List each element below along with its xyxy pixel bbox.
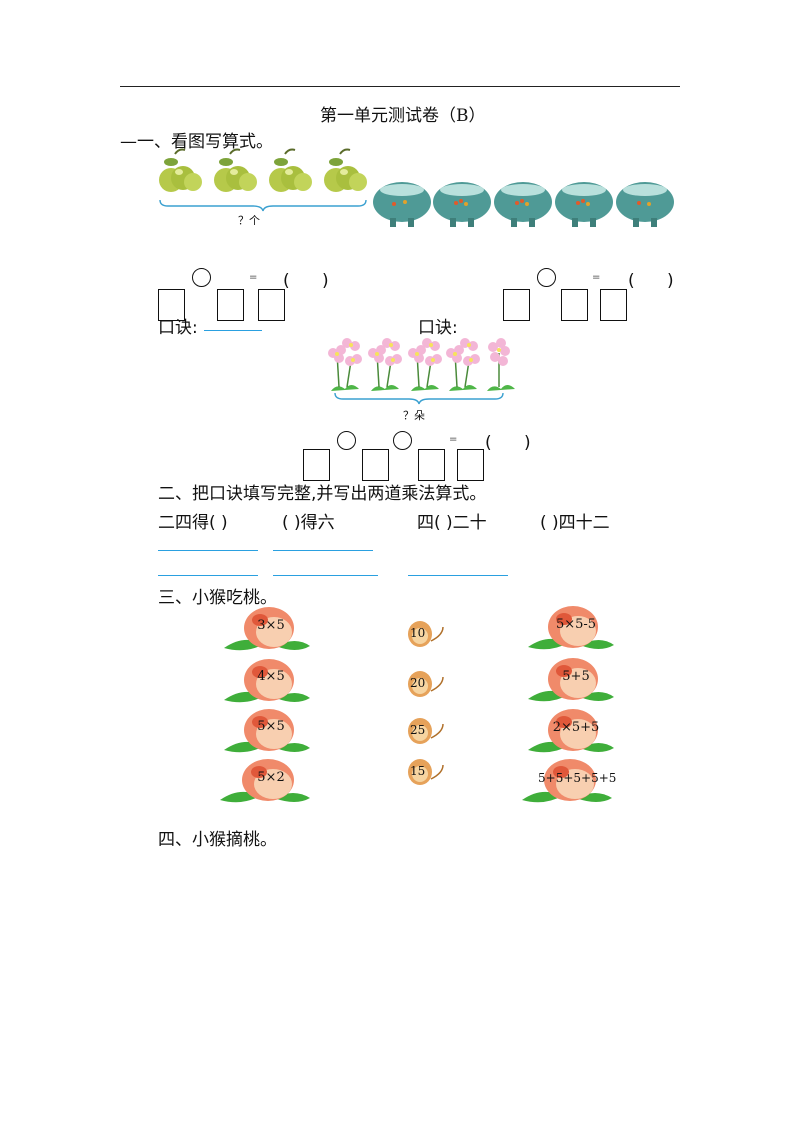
answer-line[interactable] — [158, 550, 258, 551]
answer-box[interactable] — [600, 289, 627, 321]
answer-box[interactable] — [217, 289, 244, 321]
section-2-item-2[interactable]: ( )得六 — [282, 513, 335, 533]
monkey-number: 25 — [410, 723, 426, 737]
fishbowl-3 — [494, 182, 552, 227]
fishbowl-4 — [555, 182, 613, 227]
monkey-number: 10 — [410, 626, 426, 640]
koujue-label-left: 口诀: — [158, 318, 198, 338]
peach-expression: 5×5-5 — [555, 617, 597, 632]
fishbowl-5 — [616, 182, 674, 227]
answer-paren[interactable]: ( ) — [485, 433, 531, 453]
section-2-item-3[interactable]: 四( )二十 — [417, 513, 487, 533]
section-2-item-1[interactable]: 二四得( ) — [158, 513, 228, 533]
heading-text: 一、看图写算式。 — [137, 132, 273, 152]
flower-cluster-4 — [446, 338, 480, 391]
peach-left-1[interactable] — [222, 604, 314, 654]
answer-box[interactable] — [503, 289, 530, 321]
peach-right-1[interactable] — [526, 603, 618, 653]
flower-cluster-1 — [328, 338, 362, 391]
answer-paren[interactable]: ( ) — [283, 271, 329, 291]
heading-dash: — — [120, 132, 137, 152]
header-rule — [120, 86, 680, 87]
peach-left-4[interactable] — [218, 756, 314, 806]
answer-line[interactable] — [273, 575, 378, 576]
flower-cluster-3 — [408, 338, 442, 391]
answer-paren[interactable]: ( ) — [628, 271, 674, 291]
section-2-item-4[interactable]: ( )四十二 — [540, 513, 610, 533]
section-4-heading: 四、小猴摘桃。 — [158, 830, 277, 850]
peach-right-2[interactable] — [526, 655, 618, 705]
monkey-number: 20 — [410, 676, 426, 690]
monkey-2[interactable] — [405, 669, 447, 699]
answer-box[interactable] — [258, 289, 285, 321]
peach-left-2[interactable] — [222, 656, 314, 706]
answer-line[interactable] — [158, 575, 258, 576]
equals-sign: = — [249, 272, 258, 283]
peach-expression: 5+5 — [562, 669, 590, 684]
monkey-4[interactable] — [405, 757, 447, 787]
monkey-number: 15 — [410, 764, 426, 778]
flower-cluster-2 — [368, 338, 402, 391]
apple-group-3 — [269, 148, 312, 192]
apple-group-2 — [214, 148, 257, 192]
fishbowls-picture — [373, 182, 674, 227]
answer-box[interactable] — [457, 449, 484, 481]
flowers-picture — [328, 338, 515, 391]
equals-sign: = — [449, 434, 458, 445]
peach-expression: 5×2 — [257, 770, 285, 785]
answer-box[interactable] — [362, 449, 389, 481]
peach-expression: 5+5+5+5+5 — [538, 771, 617, 785]
operator-circle[interactable] — [537, 268, 556, 287]
operator-circle[interactable] — [337, 431, 356, 450]
flower-count-label: ？朵 — [403, 409, 425, 422]
answer-box[interactable] — [561, 289, 588, 321]
apple-group-4 — [324, 148, 367, 192]
section-3-heading: 三、小猴吃桃。 — [158, 588, 277, 608]
apple-count-label: ？个 — [238, 214, 260, 227]
section-2-heading: 二、把口诀填写完整,并写出两道乘法算式。 — [158, 484, 487, 504]
section-1-heading: —一、看图写算式。 — [120, 127, 273, 152]
answer-box[interactable] — [418, 449, 445, 481]
koujue-label-right: 口诀: — [418, 318, 458, 338]
apple-group-1 — [159, 148, 202, 192]
peach-right-3[interactable] — [526, 706, 618, 756]
flower-cluster-5 — [487, 338, 515, 391]
peach-expression: 2×5+5 — [552, 720, 600, 735]
operator-circle[interactable] — [393, 431, 412, 450]
fishbowl-1 — [373, 182, 431, 227]
flower-brace — [334, 392, 504, 405]
equals-sign: = — [592, 272, 601, 283]
peach-right-4[interactable] — [520, 756, 616, 806]
peach-expression: 3×5 — [257, 618, 285, 633]
answer-box[interactable] — [158, 289, 185, 321]
page-title: 第一单元测试卷（B） — [320, 106, 486, 126]
answer-box[interactable] — [303, 449, 330, 481]
apple-brace — [159, 199, 367, 212]
apples-picture — [159, 148, 367, 192]
answer-line[interactable] — [273, 550, 373, 551]
monkey-3[interactable] — [405, 716, 447, 746]
peach-left-3[interactable] — [222, 706, 314, 756]
peach-expression: 4×5 — [257, 669, 285, 684]
koujue-answer-line-left[interactable] — [204, 330, 262, 331]
fishbowl-2 — [433, 182, 491, 227]
monkey-1[interactable] — [405, 619, 447, 649]
operator-circle[interactable] — [192, 268, 211, 287]
peach-expression: 5×5 — [257, 719, 285, 734]
answer-line[interactable] — [408, 575, 508, 576]
